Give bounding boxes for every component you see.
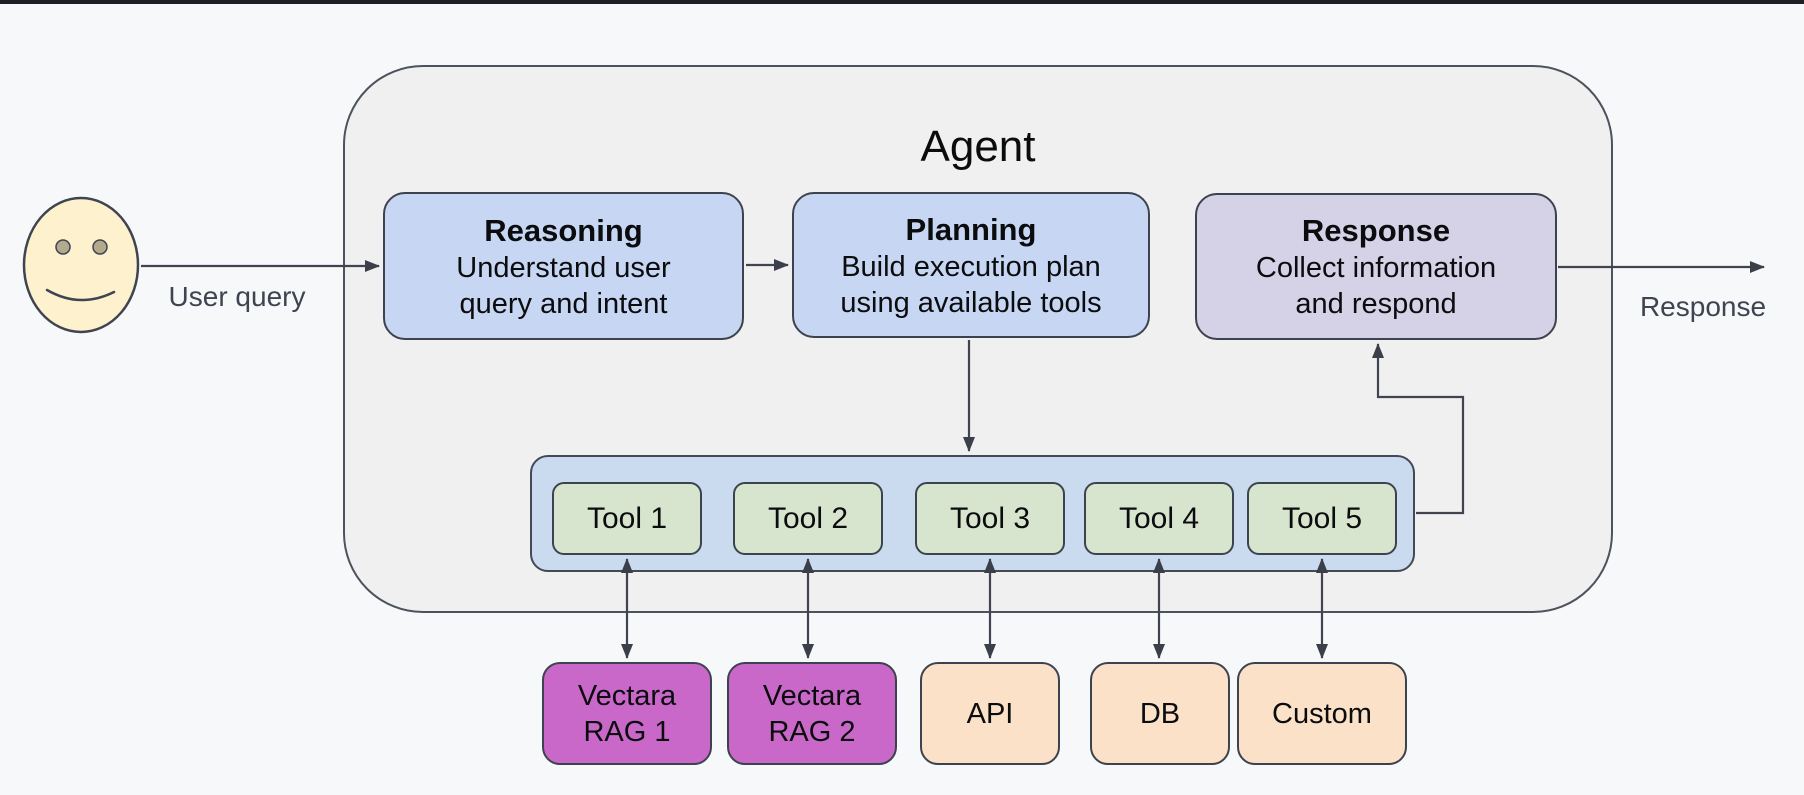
stage-description-line: Understand user — [456, 251, 671, 284]
smiley-mouth — [45, 288, 116, 302]
stage-title: Planning — [905, 211, 1037, 247]
resource-box-custom: Custom — [1237, 662, 1407, 765]
tool-box-3: Tool 3 — [915, 482, 1065, 555]
agent-title: Agent — [920, 122, 1036, 171]
resource-label-line: Custom — [1272, 697, 1372, 730]
tool-label: Tool 1 — [586, 501, 668, 535]
resource-label-line: Vectara — [762, 679, 862, 712]
stage-description-line: query and intent — [459, 287, 668, 320]
resource-box-db: DB — [1090, 662, 1230, 765]
resource-label-line: RAG 2 — [768, 715, 856, 748]
tool-label: Tool 3 — [949, 501, 1031, 535]
smiley-head — [22, 196, 140, 334]
resource-label-line: Vectara — [577, 679, 677, 712]
tool-label: Tool 2 — [767, 501, 849, 535]
stage-title: Response — [1301, 213, 1451, 248]
tool-box-5: Tool 5 — [1247, 482, 1397, 555]
user-smiley-icon — [22, 196, 140, 334]
resource-box-vectara-rag-1: Vectara RAG 1 — [542, 662, 712, 765]
response-output-label: Response — [1639, 291, 1767, 322]
tool-label: Tool 5 — [1281, 501, 1363, 535]
user-query-label: User query — [168, 281, 306, 312]
smiley-right-eye — [92, 239, 108, 255]
resource-box-vectara-rag-2: Vectara RAG 2 — [727, 662, 897, 765]
tool-box-2: Tool 2 — [733, 482, 883, 555]
resource-box-api: API — [920, 662, 1060, 765]
resource-label-line: DB — [1139, 697, 1181, 730]
stage-title: Reasoning — [484, 212, 643, 248]
reasoning-box: Reasoning Understand user query and inte… — [383, 192, 744, 340]
resource-label-line: RAG 1 — [583, 715, 671, 748]
smiley-left-eye — [55, 239, 71, 255]
tool-box-4: Tool 4 — [1084, 482, 1234, 555]
resource-label-line: API — [966, 697, 1014, 730]
response-box: Response Collect information and respond — [1195, 193, 1557, 340]
stage-description-line: using available tools — [840, 286, 1102, 319]
stage-description-line: and respond — [1295, 288, 1457, 320]
tool-label: Tool 4 — [1118, 501, 1200, 535]
stage-description-line: Build execution plan — [841, 250, 1101, 283]
planning-box: Planning Build execution plan using avai… — [792, 192, 1150, 338]
tool-box-1: Tool 1 — [552, 482, 702, 555]
stage-description-line: Collect information — [1255, 252, 1497, 284]
window-top-edge — [0, 0, 1804, 4]
